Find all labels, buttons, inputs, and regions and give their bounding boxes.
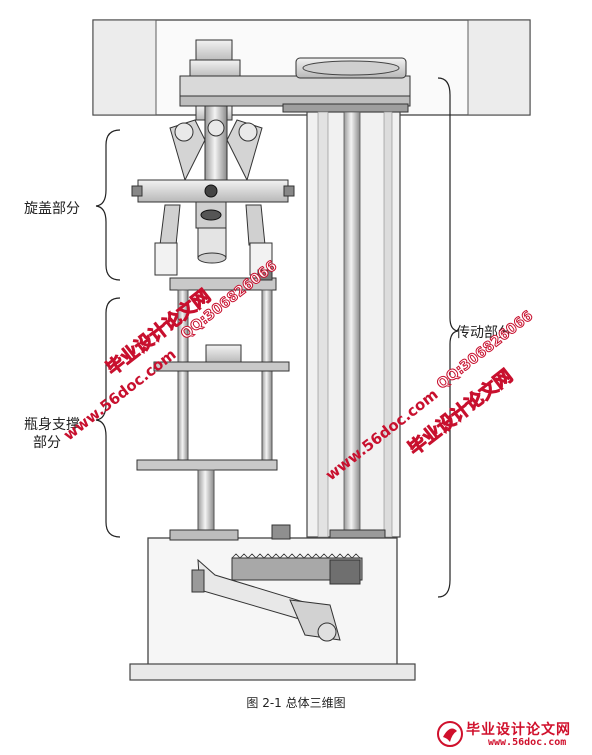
bottle-support-label-line2: 部分 — [33, 435, 61, 451]
bottle-support — [136, 269, 290, 541]
top-drive — [179, 39, 411, 121]
logo-url: www.56doc.com — [488, 737, 567, 748]
capping-label: 旋盖部分 — [24, 201, 80, 217]
transmission-column — [306, 111, 401, 553]
brace-transmission — [437, 77, 459, 598]
logo-name: 毕业设计论文网 — [466, 722, 571, 738]
brace-capping — [95, 129, 121, 281]
logo-icon — [437, 721, 463, 747]
site-logo: 毕业设计论文网 www.56doc.com — [436, 718, 592, 751]
bottle-support-label: 瓶身支撑 — [24, 417, 80, 433]
figure-caption: 图 2-1 总体三维图 — [246, 696, 346, 710]
capping-head — [131, 105, 295, 276]
transmission-label: 传动部分 — [456, 325, 512, 341]
base-box — [129, 524, 416, 681]
brace-bottle-support — [95, 297, 121, 538]
